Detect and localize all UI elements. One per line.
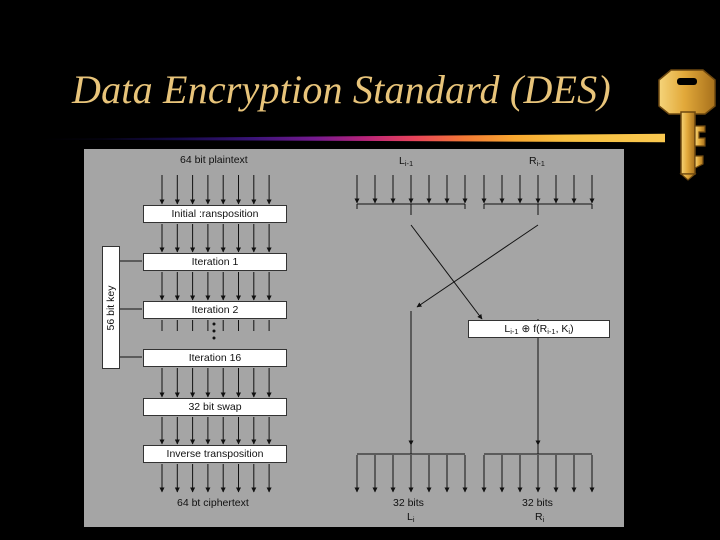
stage-iteration-2: Iteration 2 — [143, 301, 287, 319]
plaintext-label: 64 bit plaintext — [180, 154, 248, 166]
key-label: 56 bit key — [105, 285, 117, 330]
output-left-bits-label: 32 bits — [393, 497, 424, 509]
key-connectors — [120, 260, 142, 358]
stage-iteration-1: Iteration 1 — [143, 253, 287, 271]
slide-title: Data Encryption Standard (DES) — [72, 67, 611, 112]
iteration-ellipsis — [212, 322, 216, 340]
diagram-arrows — [120, 175, 595, 493]
ciphertext-label: 64 bt ciphertext — [177, 497, 249, 509]
des-diagram-panel: 64 bit plaintext Li-1 Ri-1 Initial :rans… — [84, 149, 624, 527]
key-icon — [658, 69, 716, 181]
output-right-bits-label: 32 bits — [522, 497, 553, 509]
stage-32-bit-swap: 32 bit swap — [143, 398, 287, 416]
stage-iteration-16: Iteration 16 — [143, 349, 287, 367]
left-arrow-bundles — [159, 175, 272, 493]
feistel-cross-lines — [408, 224, 541, 446]
output-left-name: Li — [407, 511, 415, 524]
key-box: 56 bit key — [102, 246, 120, 369]
stage-initial-transposition: Initial :ransposition — [143, 205, 287, 223]
output-right-name: Ri — [535, 511, 545, 524]
right-input-label: Ri-1 — [529, 155, 545, 168]
stage-inverse-transposition: Inverse transposition — [143, 445, 287, 463]
feistel-function-box: Li-1 ⊕ f(Ri-1, Ki) — [468, 320, 610, 338]
title-underline-gradient — [40, 133, 665, 143]
left-input-label: Li-1 — [399, 155, 414, 168]
right-arrow-bundles — [354, 175, 595, 493]
